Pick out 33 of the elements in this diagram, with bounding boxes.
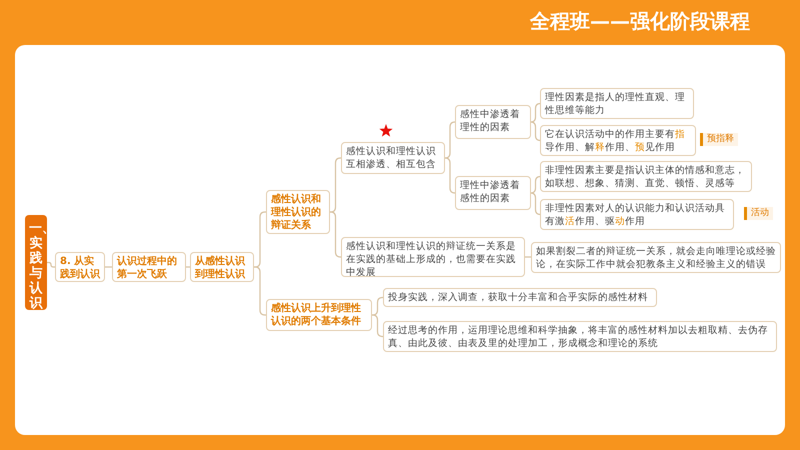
- topic-box: 从感性认识到理性认识: [190, 252, 254, 282]
- note-box: 理性中渗透着感性的因素: [455, 176, 531, 210]
- title: 全程班——强化阶段课程: [530, 8, 750, 35]
- connector-line: [47, 262, 55, 268]
- note-box: 如果割裂二者的辩证统一关系，就会走向唯理论或经验论，在实际工作中就会犯教条主义和经验主义的错误: [531, 242, 781, 273]
- connector-line: [530, 121, 542, 142]
- chapter-tab: 一、实践与认识: [25, 215, 47, 310]
- note-box: 感性中渗透着理性的因素: [455, 105, 531, 139]
- connector-line: [254, 266, 266, 316]
- topic-box: 8. 从实践到认识: [55, 252, 105, 282]
- topic-box: 感性认识上升到理性认识的两个基本条件: [266, 299, 372, 331]
- topic-box: 认识过程中的第一次飞跃: [112, 252, 186, 282]
- note-box: 非理性因素主要是指认识主体的情感和意志，如联想、想象、猜测、直觉、顿悟、灵感等: [540, 161, 752, 192]
- connector-line: [444, 121, 456, 159]
- note-box: 理性因素是指人的理性直观、理性思维等能力: [540, 88, 694, 119]
- tag-label: 预指释: [700, 133, 738, 146]
- connector-line: [530, 176, 542, 194]
- connector-line: [372, 296, 384, 316]
- note-box: 经过思考的作用，运用理论思维和科学抽象，将丰富的感性材料加以去粗取精、去伪存真、由此及彼、由表及里的处理加工，形成概念和理论的系统: [383, 321, 777, 352]
- connector-line: [444, 157, 456, 194]
- connector-line: [254, 211, 266, 268]
- note-box: 感性认识和理性认识互相渗透、相互包含: [341, 142, 445, 174]
- note-box: 投身实践，深入调查，获取十分丰富和合乎实际的感性材料: [383, 288, 657, 307]
- note-box: 感性认识和理性认识的辩证统一关系是在实践的基础上形成的，也需要在实践中发展: [341, 237, 525, 277]
- note-box: 非理性因素对人的认识能力和认识活动具有激活作用、驱动作用: [540, 199, 734, 230]
- topic-box: 感性认识和理性认识的辩证关系: [266, 190, 330, 234]
- connector-line: [372, 314, 384, 338]
- connector-line: [530, 192, 542, 216]
- note-box: 它在认识活动中的作用主要有指导作用、解释作用、预见作用: [540, 125, 696, 156]
- connector-line: [330, 211, 342, 258]
- connector-line: [330, 157, 342, 213]
- tag-label: 活动: [744, 207, 773, 220]
- connector-line: [530, 102, 542, 123]
